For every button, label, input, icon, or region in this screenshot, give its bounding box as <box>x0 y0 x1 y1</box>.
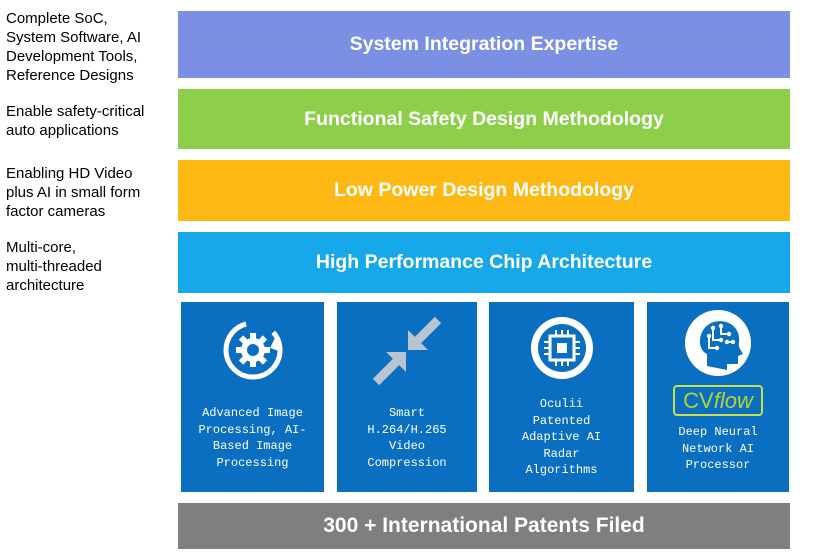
side-note-integration: Complete SoC, System Software, AI Develo… <box>6 10 142 84</box>
patents-band: 300 + International Patents Filed <box>178 503 790 549</box>
band-system-integration: System Integration Expertise <box>178 11 790 78</box>
side-note-architecture: Multi-core, multi-threaded architecture <box>6 239 102 294</box>
brain-head-icon <box>685 310 751 376</box>
tile-radar: Oculii Patented Adaptive AI Radar Algori… <box>489 302 634 492</box>
cvflow-logo-cv: CV <box>683 387 714 413</box>
tile-video-compression: Smart H.264/H.265 Video Compression <box>337 302 477 492</box>
cvflow-logo-flow: flow <box>713 387 753 413</box>
tile-video-compression-label: Smart H.264/H.265 Video Compression <box>367 406 447 470</box>
band-low-power: Low Power Design Methodology <box>178 160 790 221</box>
tile-radar-label: Oculii Patented Adaptive AI Radar Algori… <box>521 397 602 477</box>
band-functional-safety: Functional Safety Design Methodology <box>178 89 790 149</box>
gear-refresh-icon <box>223 320 282 380</box>
side-note-safety: Enable safety-critical auto applications <box>6 103 145 139</box>
tile-neural-network-label: Deep Neural Network AI Processor <box>678 425 758 472</box>
side-note-low-power: Enabling HD Video plus AI in small form … <box>6 165 141 220</box>
compress-arrows-icon <box>372 316 442 386</box>
tile-image-processing-label: Advanced Image Processing, AI- Based Ima… <box>198 406 307 470</box>
tile-image-processing: Advanced Image Processing, AI- Based Ima… <box>181 302 324 492</box>
band-high-performance: High Performance Chip Architecture <box>178 232 790 293</box>
radar-chip-icon <box>530 317 593 379</box>
